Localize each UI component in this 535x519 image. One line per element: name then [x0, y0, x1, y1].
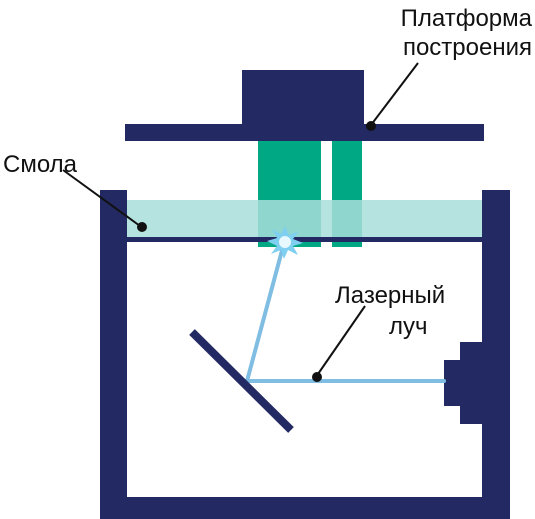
leader-dots	[137, 121, 376, 382]
vat-frame	[100, 190, 510, 519]
leader-lines	[62, 62, 419, 375]
platform-label-line2: построения	[403, 34, 532, 61]
laser-label-line1: Лазерный	[335, 282, 445, 309]
platform-top-block	[242, 70, 364, 128]
resin-layer	[127, 200, 482, 238]
resin-label: Смола	[3, 151, 78, 178]
laser-source	[444, 342, 484, 424]
mirror	[189, 329, 294, 433]
laser-label-line2: луч	[389, 313, 428, 340]
laser-spark-icon	[267, 226, 303, 259]
laser-beam	[245, 241, 446, 383]
platform-label-line1: Платформа	[401, 5, 533, 32]
platform-plate	[125, 124, 484, 141]
